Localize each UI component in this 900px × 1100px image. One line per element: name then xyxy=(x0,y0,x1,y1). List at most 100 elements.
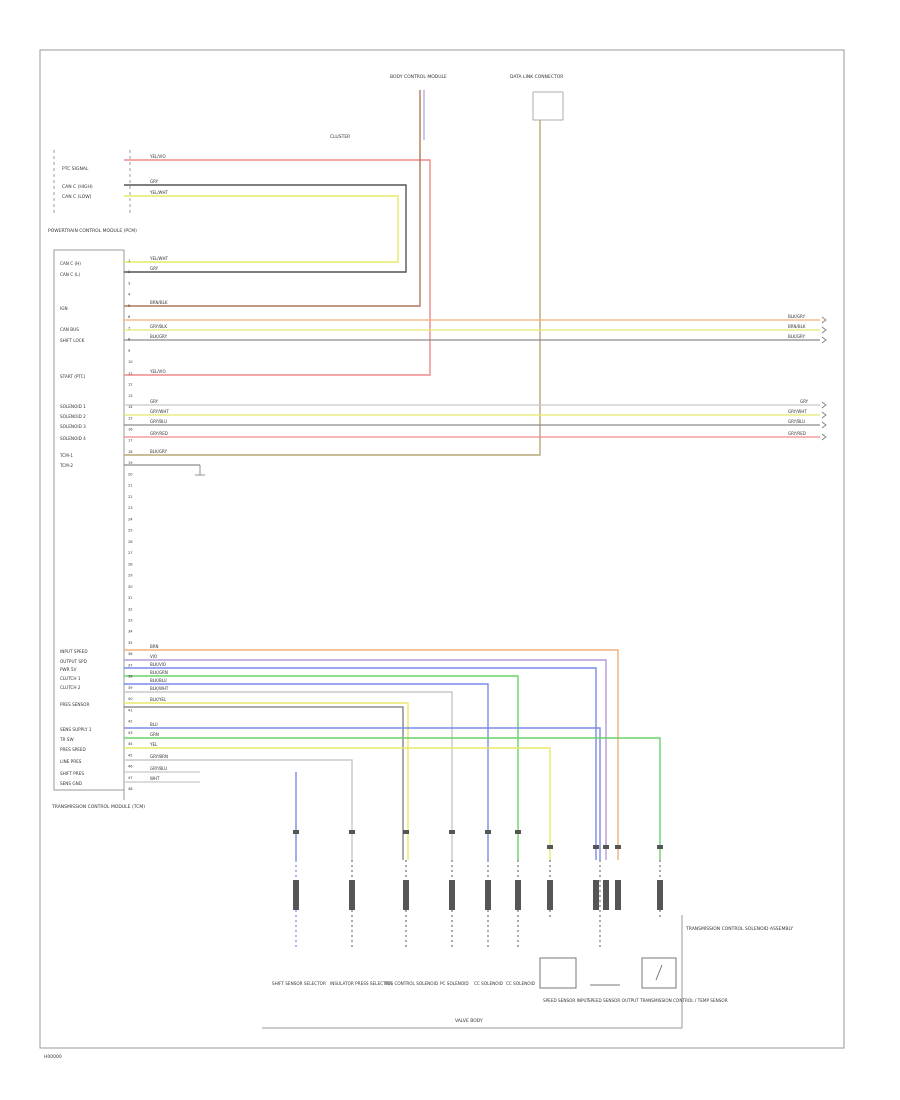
connector-pin xyxy=(403,880,409,910)
wire-color-labels: YEL/VIO GRY YEL/WHT YEL/WHT GRY BRN/BLK … xyxy=(149,154,169,781)
pin-numbers: 1234567891011121314151617181920212223242… xyxy=(128,259,133,791)
label-can-low: CAN C (LOW) xyxy=(62,194,92,200)
component-label: SPEED SENSOR INPUT xyxy=(543,998,590,1003)
wire-label: BLK/WHT xyxy=(150,686,169,691)
pin-number: 25 xyxy=(128,529,133,533)
pin-number: 28 xyxy=(128,562,133,566)
component-label: SHIFT SENSOR SELECTOR xyxy=(272,981,326,986)
wire-label: GRY xyxy=(150,179,159,184)
wire-gray-sensor xyxy=(124,691,453,860)
pin-number: 31 xyxy=(128,596,133,600)
connector-pin xyxy=(615,880,621,910)
pin-number: 19 xyxy=(128,461,133,465)
pin-number: 47 xyxy=(128,776,133,780)
wire-dark-sensor xyxy=(124,706,404,860)
pin-label: PWR 5V xyxy=(60,667,77,672)
pin-number: 42 xyxy=(128,720,133,724)
pin-number: 7 xyxy=(128,326,130,330)
ground-symbol xyxy=(195,465,205,476)
pin-number: 15 xyxy=(128,416,133,420)
pin-label: CLUTCH 1 xyxy=(60,676,81,681)
connector-pin xyxy=(293,830,299,834)
bottom-connectors xyxy=(293,830,663,910)
connector-pin xyxy=(293,880,299,910)
pin-label: TCM-1 xyxy=(59,453,73,458)
pin-number: 4 xyxy=(128,293,131,297)
speed-sensor-input-box xyxy=(539,957,577,989)
diagram-frame xyxy=(39,49,845,1049)
pin-number: 27 xyxy=(128,551,133,555)
connector-pin xyxy=(449,830,455,834)
component-label: CC SOLENOID xyxy=(474,981,503,986)
pin-number: 26 xyxy=(128,540,133,544)
transmission-temp-sensor-box xyxy=(641,957,677,989)
connector-bcm-label: BODY CONTROL MODULE xyxy=(390,74,447,80)
pin-label: CAN C (H) xyxy=(60,261,81,266)
connector-cluster-label: CLUSTER xyxy=(330,134,350,140)
pin-label: SHIFT LOCK xyxy=(60,338,85,343)
valve-body-label: VALVE BODY xyxy=(455,1018,483,1024)
pin-number: 43 xyxy=(128,731,133,735)
wire-orange-sensor xyxy=(124,649,619,860)
dlc-connector xyxy=(532,91,564,121)
bottom-left-module-label: TRANSMISSION CONTROL MODULE (TCM) xyxy=(51,804,145,810)
connector-pin xyxy=(615,845,621,849)
pin-number: 11 xyxy=(128,371,133,375)
pin-number: 32 xyxy=(128,607,133,611)
connector-pin xyxy=(349,880,355,910)
pin-number: 44 xyxy=(128,742,133,746)
component-label: PC SOLENOID xyxy=(440,981,469,986)
pin-label: CAN C (L) xyxy=(60,272,80,277)
wire-label: GRY/WHT xyxy=(150,409,169,414)
pin-number: 30 xyxy=(128,585,133,589)
wire-label: BLK/GRY xyxy=(150,334,168,339)
pin-number: 36 xyxy=(128,652,133,656)
wire-label: BLK/VIO xyxy=(150,662,166,667)
connector-pin xyxy=(657,845,663,849)
wire-blue-sensor-2 xyxy=(124,683,489,860)
pin-number: 38 xyxy=(128,675,133,679)
wire-lightgray-sensor xyxy=(124,759,353,860)
pin-label: INPUT SPEED xyxy=(60,649,88,654)
pin-number: 34 xyxy=(128,630,133,634)
wire-green-sensor xyxy=(124,675,519,860)
wire-label: YEL/WHT xyxy=(149,190,169,195)
pin-number: 8 xyxy=(128,338,131,342)
wire-label: GRY/BRN xyxy=(150,754,168,759)
pin-label: PRES SENSOR xyxy=(60,702,89,707)
connector-pin xyxy=(603,880,609,910)
wire-label: BLK/BLU xyxy=(150,678,167,683)
wire-label: BRN/BLK xyxy=(150,300,168,305)
pin-number: 3 xyxy=(128,282,130,286)
wire-purple-sensor xyxy=(124,659,607,860)
wire-red-ptc xyxy=(124,159,431,376)
wire-label: YEL xyxy=(149,742,158,747)
wire-green-sensor-2 xyxy=(124,737,661,860)
pin-number: 23 xyxy=(128,506,133,510)
wire-label: WHT xyxy=(150,776,160,781)
right-end-arrows xyxy=(821,316,827,441)
right-label-4: GRY xyxy=(800,399,809,404)
wire-label: BLK/YEL xyxy=(150,697,167,702)
wire-dark-can-high xyxy=(124,184,407,273)
pin-label: IGN xyxy=(60,306,68,311)
connector-pin xyxy=(547,845,553,849)
pin-label: SHIFT PRES xyxy=(60,771,84,776)
connector-pin xyxy=(593,880,599,910)
component-label: INSULATOR PRESS SELECTOR xyxy=(330,981,392,986)
pin-number: 10 xyxy=(128,360,133,364)
wire-label: BLU xyxy=(150,722,158,727)
pin-number: 45 xyxy=(128,753,133,757)
pin-label: SOLENOID 4 xyxy=(60,436,86,441)
wire-label: YEL/VIO xyxy=(149,369,166,374)
component-label: CC SOLENOID xyxy=(506,981,535,986)
transmission-label: TRANSMISSION CONTROL SOLENOID ASSEMBLY xyxy=(685,926,793,932)
pin-number: 18 xyxy=(128,450,133,454)
pin-number: 24 xyxy=(128,517,133,521)
wire-yellow-sensor xyxy=(124,702,409,860)
connector-pin xyxy=(485,830,491,834)
pin-number: 21 xyxy=(128,484,133,488)
pin-label: SENS SUPPLY 1 xyxy=(60,727,92,732)
temp-sensor-glyph xyxy=(655,964,663,981)
pin-number: 29 xyxy=(128,574,133,578)
